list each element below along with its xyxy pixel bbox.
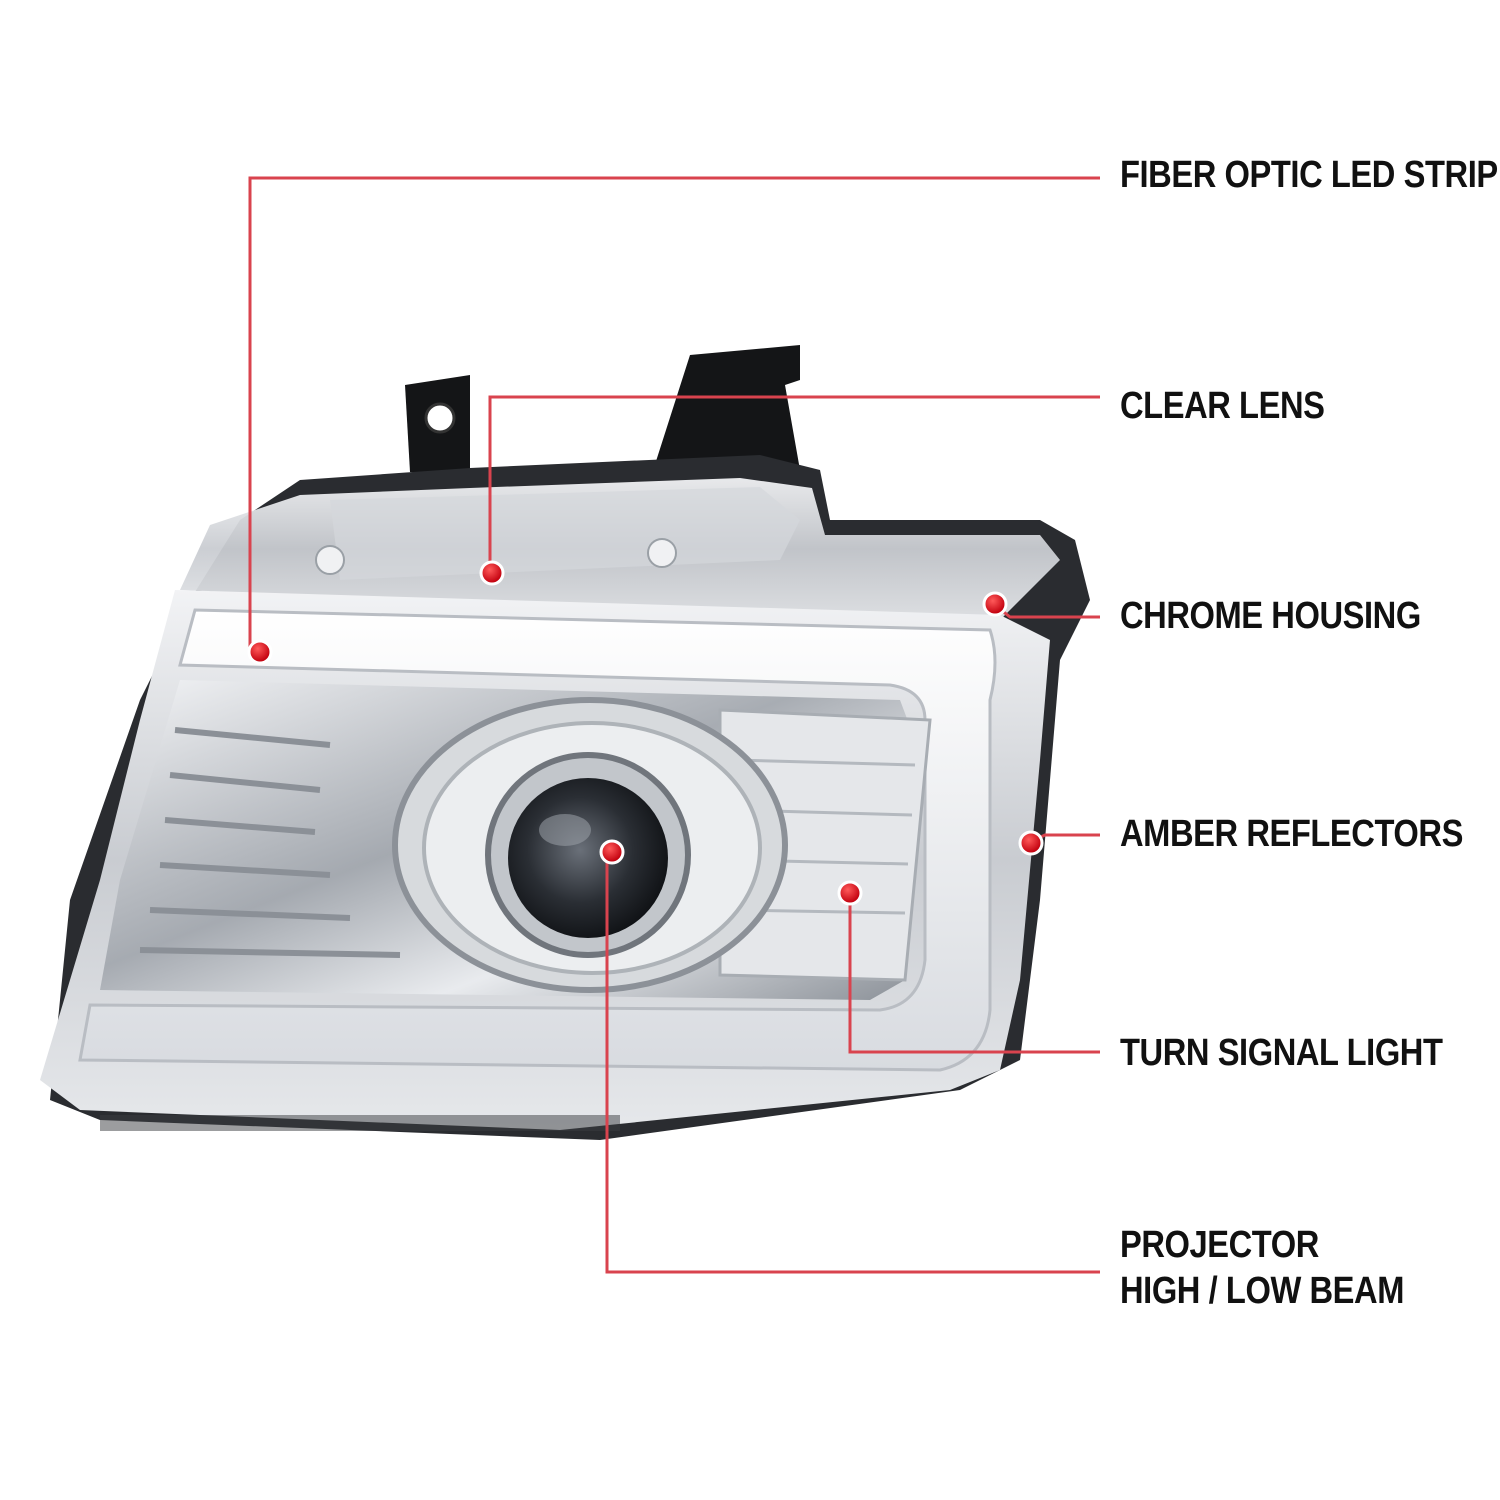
headlight-illustration	[40, 345, 1090, 1140]
callout-line-projector-beam	[605, 852, 1100, 1274]
label-turn-signal-light: TURN SIGNAL LIGHT	[1120, 1030, 1443, 1076]
mounting-tab-right	[650, 345, 800, 480]
label-text: HIGH / LOW BEAM	[1120, 1270, 1405, 1312]
callout-line-turn-signal-light	[848, 895, 1100, 1054]
label-text: AMBER REFLECTORS	[1120, 813, 1463, 855]
callout-dots	[247, 560, 1044, 906]
mounting-hole-left	[424, 402, 456, 434]
callout-dot-turn-signal-light	[837, 880, 863, 906]
callout-dot-amber-reflectors	[1018, 830, 1044, 856]
label-text: PROJECTOR	[1120, 1224, 1319, 1266]
label-amber-reflectors: AMBER REFLECTORS	[1120, 811, 1463, 857]
label-text: FIBER OPTIC LED STRIP	[1120, 154, 1498, 196]
label-projector-beam: PROJECTOR HIGH / LOW BEAM	[1120, 1222, 1404, 1314]
callout-dot-chrome-housing	[982, 591, 1008, 617]
callout-dot-projector-beam	[599, 839, 625, 865]
label-text: TURN SIGNAL LIGHT	[1120, 1032, 1443, 1074]
label-clear-lens: CLEAR LENS	[1120, 383, 1325, 429]
label-text: CHROME HOUSING	[1120, 595, 1421, 637]
label-text: CLEAR LENS	[1120, 385, 1325, 427]
label-fiber-optic-led-strip: FIBER OPTIC LED STRIP	[1120, 152, 1498, 198]
label-chrome-housing: CHROME HOUSING	[1120, 593, 1421, 639]
callout-dot-fiber-optic-led-strip	[247, 639, 273, 665]
led-strip	[78, 608, 997, 1072]
callout-line-clear-lens	[488, 395, 1100, 575]
callout-dot-clear-lens	[479, 560, 505, 586]
projector-lens	[508, 778, 668, 938]
chrome-slats	[139, 727, 401, 958]
